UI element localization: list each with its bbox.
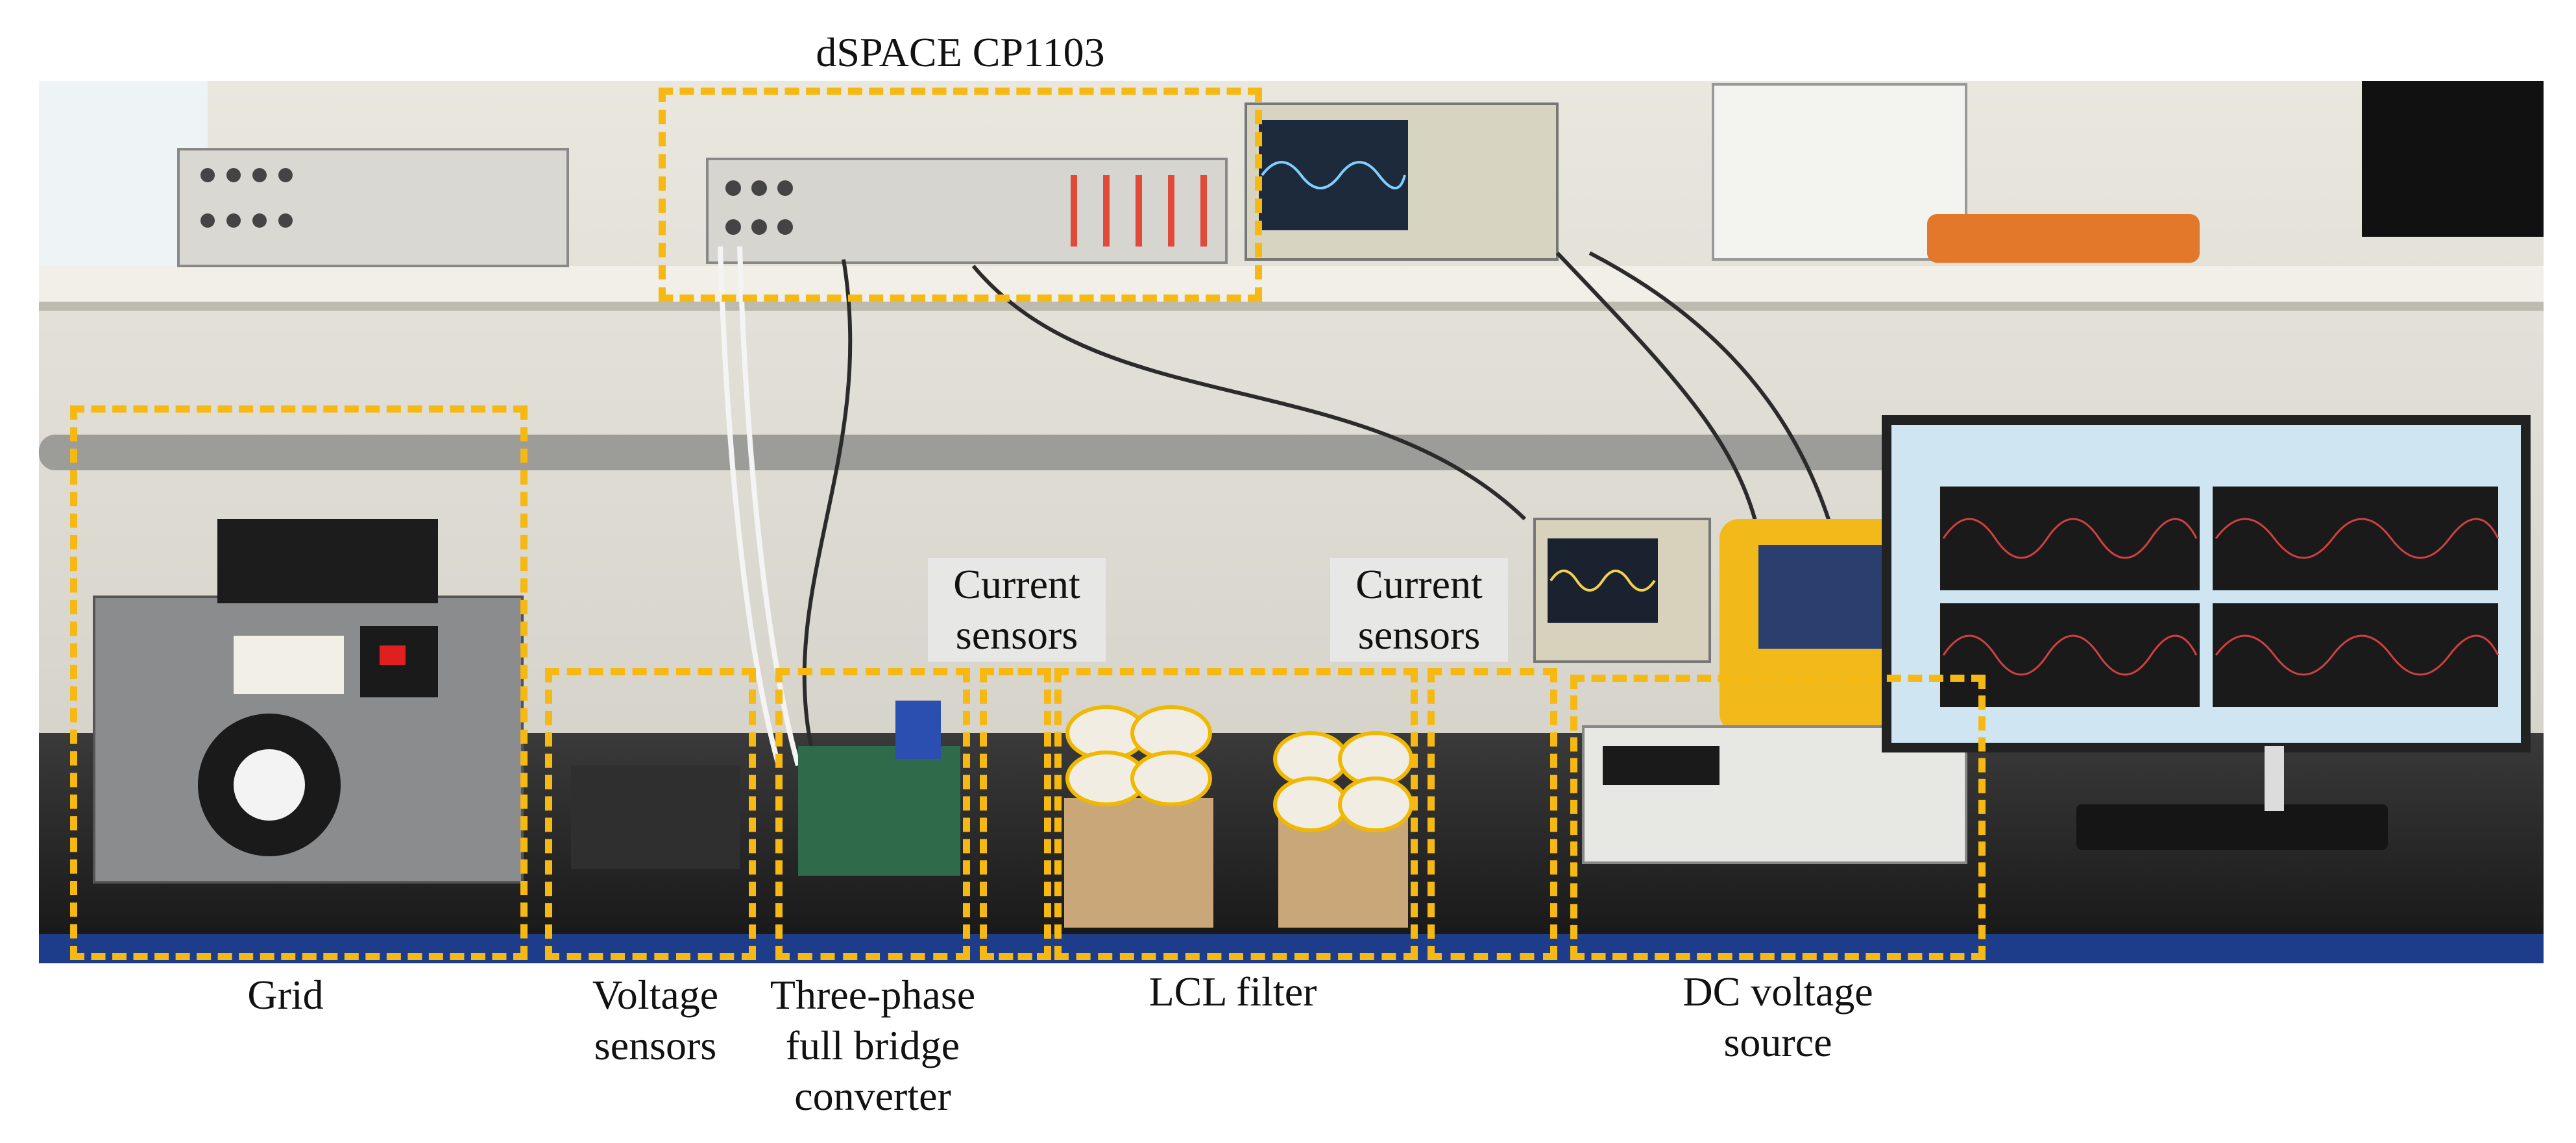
grid-top-box: [217, 519, 438, 603]
label-dspace: dSPACE CP1103: [816, 29, 1105, 75]
grid-box: [70, 405, 528, 960]
current-sensors-box-1: [980, 668, 1051, 960]
voltage-sensors-box: [545, 668, 756, 960]
label-voltage-sensors: Voltage sensors: [592, 972, 719, 1068]
upper-shelf: [39, 266, 2544, 302]
label-current-sensors-2: Current sensors: [1330, 558, 1508, 662]
monitor-top-right: [2362, 81, 2544, 237]
voltage-sensor-board: [571, 765, 740, 869]
label-converter: Three-phase full bridge converter: [770, 972, 976, 1119]
shelf-box-right: [1712, 83, 1967, 261]
lcl-inductor-box-1: [1064, 798, 1213, 928]
label-grid: Grid: [247, 972, 324, 1018]
breakout-box-left: [177, 148, 569, 267]
converter-board: [798, 746, 960, 876]
dspace-box: [659, 88, 1262, 302]
power-analyzer-orange: [1927, 214, 2200, 263]
lcl-filter-box: [1054, 668, 1418, 960]
conduit-pipe: [39, 435, 2115, 470]
current-sensors-box-2: [1428, 668, 1557, 960]
label-current-sensors-1: Current sensors: [928, 558, 1106, 662]
label-dc-source: DC voltage source: [1683, 969, 1873, 1065]
keyboard: [2076, 804, 2388, 850]
converter-box: [775, 668, 970, 960]
label-lcl-filter: LCL filter: [1148, 969, 1317, 1015]
dc-source-box: [1570, 675, 1986, 960]
